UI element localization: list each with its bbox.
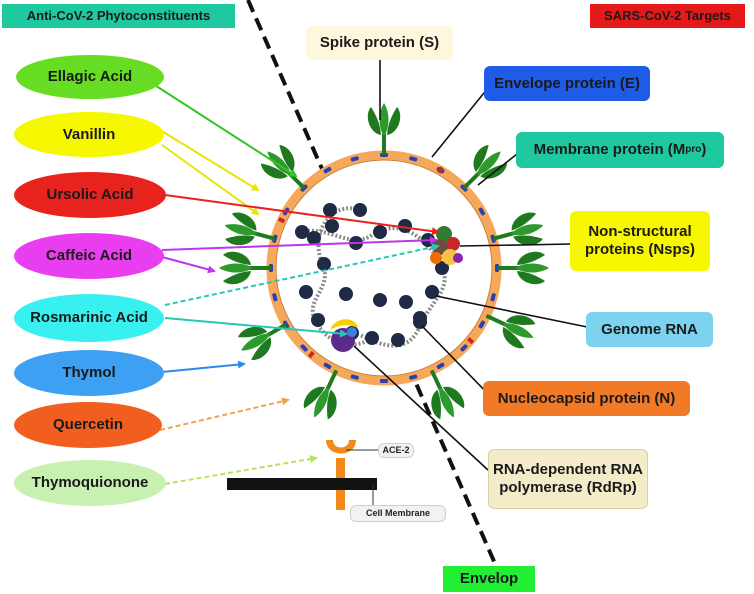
phyto-arrow — [164, 317, 348, 338]
phyto-arrow — [159, 397, 290, 431]
membrane-protein-dot — [490, 293, 496, 302]
phyto-ursolic-acid: Ursolic Acid — [14, 172, 166, 218]
envelope-proteins — [278, 166, 475, 359]
rna-bead — [435, 261, 449, 275]
membrane-protein-dot — [282, 320, 290, 329]
rna-bead — [398, 219, 412, 233]
spike-protein — [429, 369, 465, 420]
envelope-protein-mark — [437, 166, 444, 174]
ace2-label: ACE-2 — [378, 443, 414, 458]
rna-bead — [413, 315, 427, 329]
target-genome-rna: Genome RNA — [586, 312, 713, 347]
virus-envelope-inner-line — [275, 159, 493, 377]
rna-bead — [311, 313, 325, 327]
spike-protein — [485, 313, 536, 349]
phyto-arrow — [161, 360, 246, 373]
membrane-protein-dot — [323, 166, 332, 174]
phyto-arrow — [161, 256, 216, 274]
nsps-line-2: proteins (Nsps) — [584, 241, 695, 258]
membrane-protein-dot — [350, 374, 359, 380]
nsps-cluster — [430, 226, 463, 265]
membrane-protein-dot — [460, 344, 468, 352]
rna-bead — [353, 203, 367, 217]
rna-bead — [317, 257, 331, 271]
target-nucleocapsid-protein: Nucleocapsid protein (N) — [483, 381, 690, 416]
membrane-protein-dot — [478, 207, 486, 216]
phyto-arrow — [164, 455, 318, 485]
membrane-protein-dot — [323, 362, 332, 370]
target-envelope-protein: Envelope protein (E) — [484, 66, 650, 101]
membrane-protein-dot — [478, 320, 486, 329]
membrane-protein-dot — [409, 156, 418, 162]
phyto-arrow — [159, 129, 260, 192]
envelope-protein-mark — [278, 217, 286, 224]
spike-protein — [303, 369, 339, 420]
phyto-quercetin: Quercetin — [14, 402, 162, 448]
rna-bead — [295, 225, 309, 239]
rna-bead — [373, 293, 387, 307]
rna-bead — [299, 285, 313, 299]
rna-bead — [365, 331, 379, 345]
phyto-arrow — [164, 243, 440, 306]
membrane-protein-dot — [436, 362, 445, 370]
targets-header: SARS-CoV-2 Targets — [590, 4, 745, 28]
nucleocapsid-beads — [295, 203, 449, 347]
membrane-protein-dot — [300, 344, 308, 352]
envelope-dashed-line — [246, 0, 502, 576]
membrane-protein-text: Membrane protein (M — [533, 141, 686, 158]
phytoconstituents-header: Anti-CoV-2 Phytoconstituents — [2, 4, 235, 28]
spike-protein — [219, 251, 271, 285]
membrane-protein-superscript: pro — [685, 144, 702, 155]
spike-proteins — [219, 103, 549, 420]
cell-membrane-bar — [227, 478, 377, 490]
phyto-thymoquionone: Thymoquionone — [14, 460, 166, 506]
phyto-caffeic-acid: Caffeic Acid — [14, 233, 164, 279]
rna-bead — [391, 333, 405, 347]
nsps-line-1: Non-structural — [588, 223, 692, 240]
spike-protein — [497, 251, 549, 285]
membrane-protein-dot — [409, 374, 418, 380]
spike-protein — [492, 212, 544, 246]
membrane-protein-dot — [350, 156, 359, 162]
rna-bead — [323, 203, 337, 217]
rdrp-line-2: polymerase (RdRp) — [499, 479, 637, 496]
phyto-thymol: Thymol — [14, 350, 164, 396]
envelope-protein-mark — [307, 350, 315, 359]
phyto-arrow — [149, 81, 298, 178]
rna-bead — [373, 225, 387, 239]
cell-membrane-label: Cell Membrane — [350, 505, 446, 522]
rna-bead — [339, 287, 353, 301]
spike-protein — [224, 212, 276, 246]
spike-protein — [238, 322, 288, 360]
phyto-rosmarinic-acid: Rosmarinic Acid — [14, 294, 164, 342]
rna-bead — [425, 285, 439, 299]
rna-bead — [325, 219, 339, 233]
phyto-ellagic-acid: Ellagic Acid — [16, 55, 164, 99]
envelope-protein-mark — [466, 337, 475, 345]
phyto-arrow — [161, 236, 438, 251]
rna-bead — [399, 295, 413, 309]
rna-bead — [307, 231, 321, 245]
phytoconstituent-arrows — [149, 81, 440, 485]
rdrp-line-1: RNA-dependent RNA — [493, 461, 643, 478]
target-pointer-lines — [353, 50, 593, 471]
membrane-protein-dot — [272, 293, 278, 302]
phyto-arrow — [164, 194, 440, 236]
membrane-protein-close: ) — [701, 141, 707, 158]
membrane-protein-dot — [380, 379, 388, 383]
envelop-label: Envelop — [443, 566, 535, 592]
phyto-vanillin: Vanillin — [14, 112, 164, 157]
spike-protein — [367, 103, 401, 155]
rdrp-polymerase — [330, 319, 358, 352]
target-spike-protein: Spike protein (S) — [306, 26, 453, 60]
phyto-arrow — [161, 144, 260, 216]
